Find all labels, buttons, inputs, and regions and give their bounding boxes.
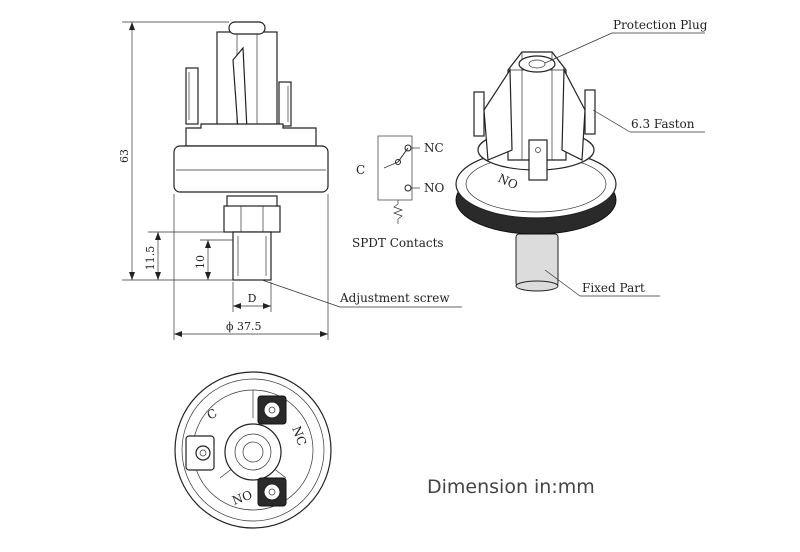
label-adjustment-screw: Adjustment screw — [339, 291, 450, 305]
side-faston-right — [278, 81, 292, 127]
iso-plug — [518, 55, 556, 73]
spdt-box — [377, 135, 413, 201]
dim-d: D — [248, 292, 257, 305]
bottom-terminal-no — [257, 477, 287, 507]
side-base — [173, 145, 329, 193]
iso-faston-right — [584, 89, 596, 135]
spdt-caption: SPDT Contacts — [352, 236, 444, 250]
side-thread-stem — [232, 231, 272, 281]
dimension-caption: Dimension in:mm — [427, 476, 595, 498]
label-fixed-part: Fixed Part — [582, 281, 645, 295]
bottom-view: C NC NO — [174, 371, 332, 529]
side-view — [173, 21, 329, 281]
side-shoulder — [185, 123, 317, 147]
dim-height: 63 — [118, 149, 131, 163]
dim-diameter: ϕ 37.5 — [226, 320, 262, 333]
label-faston: 6.3 Faston — [631, 117, 695, 131]
label-protection-plug: Protection Plug — [613, 18, 708, 32]
iso-faston-left — [473, 91, 485, 137]
bottom-center-fitting — [224, 423, 282, 481]
iso-fixed-stem — [515, 233, 559, 287]
iso-view: NO — [455, 51, 617, 292]
bottom-label-nc: NC — [289, 424, 309, 447]
bottom-terminal-c — [185, 435, 215, 471]
spdt-schematic: NC NO C SPDT Contacts — [352, 135, 445, 250]
dim-h2: 10 — [194, 255, 207, 269]
spdt-label-nc: NC — [424, 141, 444, 155]
side-faston-left — [185, 67, 199, 125]
spdt-label-c: C — [356, 163, 365, 177]
spdt-label-no: NO — [424, 181, 445, 195]
side-dimensions: 63 11.5 10 D ϕ 37.5 Adjustment screw — [118, 21, 462, 340]
iso-faston-front — [528, 139, 548, 181]
bottom-label-no: NO — [230, 488, 254, 508]
side-plug-cap — [228, 21, 266, 35]
side-hex-nut — [223, 205, 281, 233]
iso-leaders: Protection Plug 6.3 Faston Fixed Part — [544, 18, 708, 297]
side-housing-top — [216, 31, 278, 133]
dim-h1: 11.5 — [144, 246, 157, 271]
bottom-terminal-nc — [257, 395, 287, 425]
